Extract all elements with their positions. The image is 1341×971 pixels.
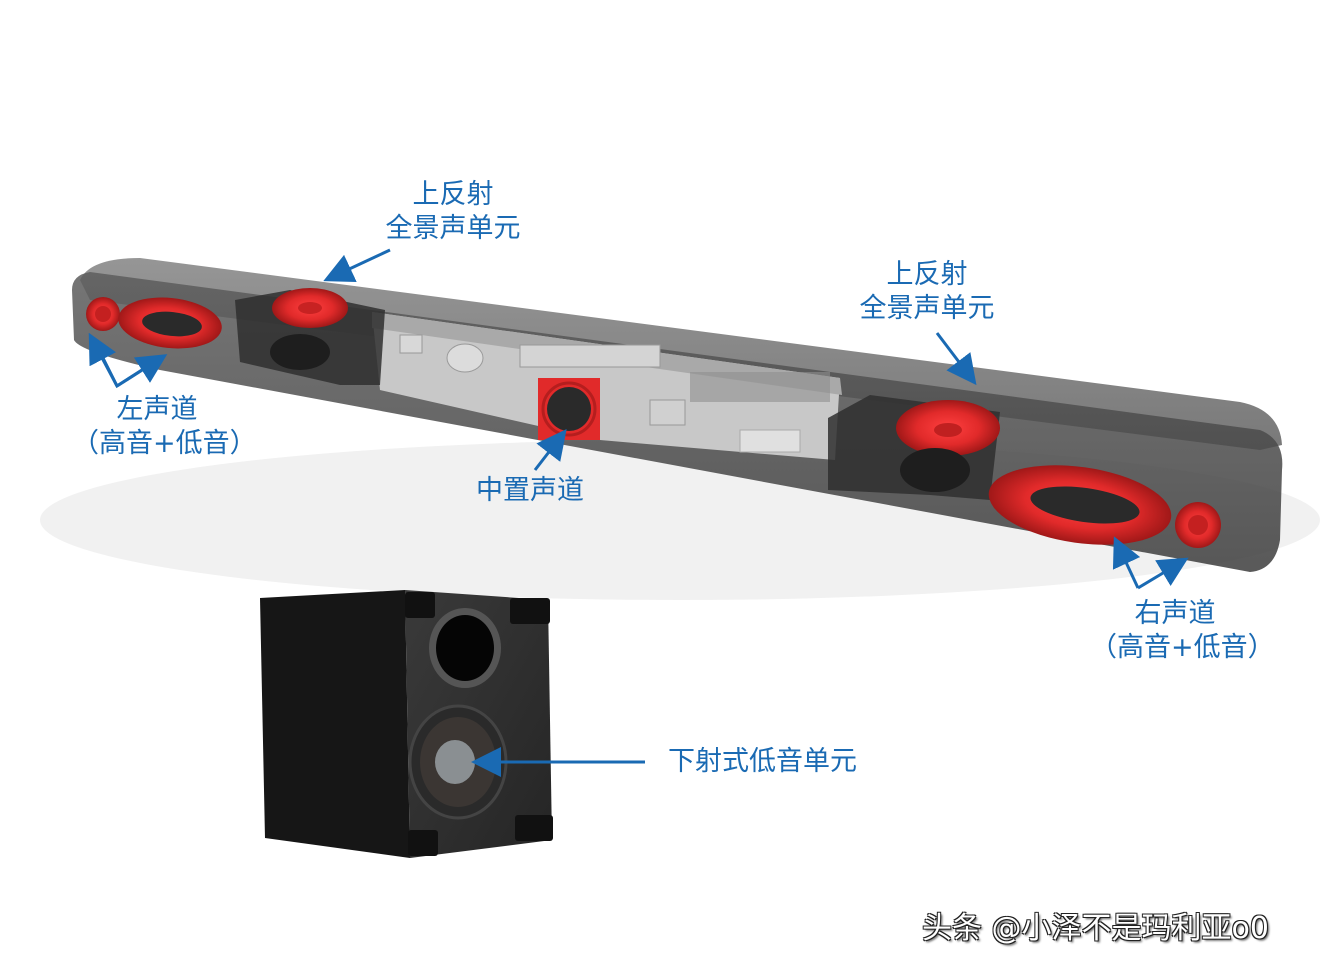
label-right-channel: 右声道 （高音+低音）	[1090, 597, 1275, 665]
subwoofer-driver	[408, 704, 508, 820]
soundbar	[72, 258, 1283, 572]
left-tweeter	[86, 297, 120, 331]
label-subwoofer: 下射式低音单元	[668, 745, 878, 779]
label-line: 上反射	[886, 259, 968, 290]
label-top-right-upfiring: 上反射 全景声单元	[852, 258, 1002, 326]
arrow-top-right	[935, 332, 977, 386]
left-upfiring-driver	[235, 288, 385, 385]
label-line: （高音+低音）	[72, 428, 257, 459]
center-driver	[538, 378, 600, 440]
label-top-left-upfiring: 上反射 全景声单元	[378, 178, 528, 246]
label-line: （高音+低音）	[1090, 632, 1275, 663]
label-line: 中置声道	[476, 475, 584, 506]
watermark: 头条 @小泽不是玛利亚o0	[922, 911, 1269, 946]
right-tweeter	[1175, 502, 1221, 548]
right-upfiring-driver	[828, 395, 1000, 500]
label-center-channel: 中置声道	[470, 474, 590, 508]
right-woofer	[988, 465, 1172, 545]
annotation-arrows	[88, 248, 1189, 777]
arrow-center	[533, 429, 567, 471]
subwoofer	[260, 590, 553, 858]
label-left-channel: 左声道 （高音+低音）	[72, 393, 257, 461]
label-line: 下射式低音单元	[668, 746, 857, 777]
label-line: 上反射	[412, 179, 494, 210]
arrow-top-left	[323, 248, 391, 283]
label-line: 全景声单元	[385, 213, 521, 244]
left-woofer	[118, 297, 222, 349]
label-line: 全景声单元	[859, 293, 995, 324]
label-line: 右声道	[1134, 598, 1216, 629]
label-line: 左声道	[116, 394, 198, 425]
